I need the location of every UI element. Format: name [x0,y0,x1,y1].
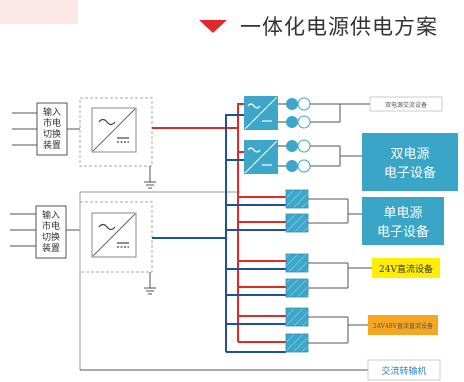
breaker-group-lower [286,139,311,173]
output-wiring [80,103,372,371]
load-label: 电子设备 [384,165,436,181]
inverter-module-upper [244,96,278,130]
blue-bus [152,114,286,353]
dc-module-stack [285,189,309,353]
switch-label-line: 输入 [42,209,60,221]
rectifier-module-lower [91,212,137,258]
ground-upper [144,166,156,189]
load-label: 单电源 [383,206,422,221]
switch-label-line: 切换 [43,128,61,140]
load-label: 交流转输机 [381,365,426,377]
load-dual-ac: 双电源交流设备 [369,96,443,112]
load-24v48v-dc: 24V48V直流直流设备 [368,315,438,335]
switch-label-line: 切换 [42,231,60,243]
switch-label-line: 市电 [42,220,60,232]
load-label: 双电源交流设备 [385,101,427,109]
breaker-group-upper [286,97,311,129]
switch-label-line: 装置 [42,242,60,254]
switch-label-line: 装置 [43,139,61,151]
rectifier-module-upper [91,107,137,153]
inverter-module-lower [244,140,278,174]
load-label: 24V48V直流直流设备 [373,322,433,330]
section-header: 一体化电源供电方案 [198,10,438,42]
switch-box-lower: 输入 市电 切换 装置 [35,205,67,259]
switch-label-line: 市电 [43,117,61,129]
lower-input-leads [10,213,36,247]
down-triangle-icon [199,20,227,33]
switch-box-upper: 输入 市电 切换 装置 [36,102,68,156]
load-dual-electronic: 双电源 电子设备 [362,133,458,191]
load-label: 24V直流设备 [379,263,433,275]
load-24v-dc: 24V直流设备 [372,258,440,278]
upper-input-leads [12,112,37,146]
red-bus [152,103,286,343]
ground-lower [144,272,156,295]
switch-label-line: 输入 [43,106,61,118]
load-single-electronic: 单电源 电子设备 [362,197,444,245]
corner-tab [0,0,78,24]
page-title: 一体化电源供电方案 [240,15,438,39]
load-label: 双电源 [390,147,429,162]
load-label: 电子设备 [377,224,429,240]
load-ac-transfer: 交流转输机 [367,359,441,381]
ups-enclosure-upper [79,97,153,167]
